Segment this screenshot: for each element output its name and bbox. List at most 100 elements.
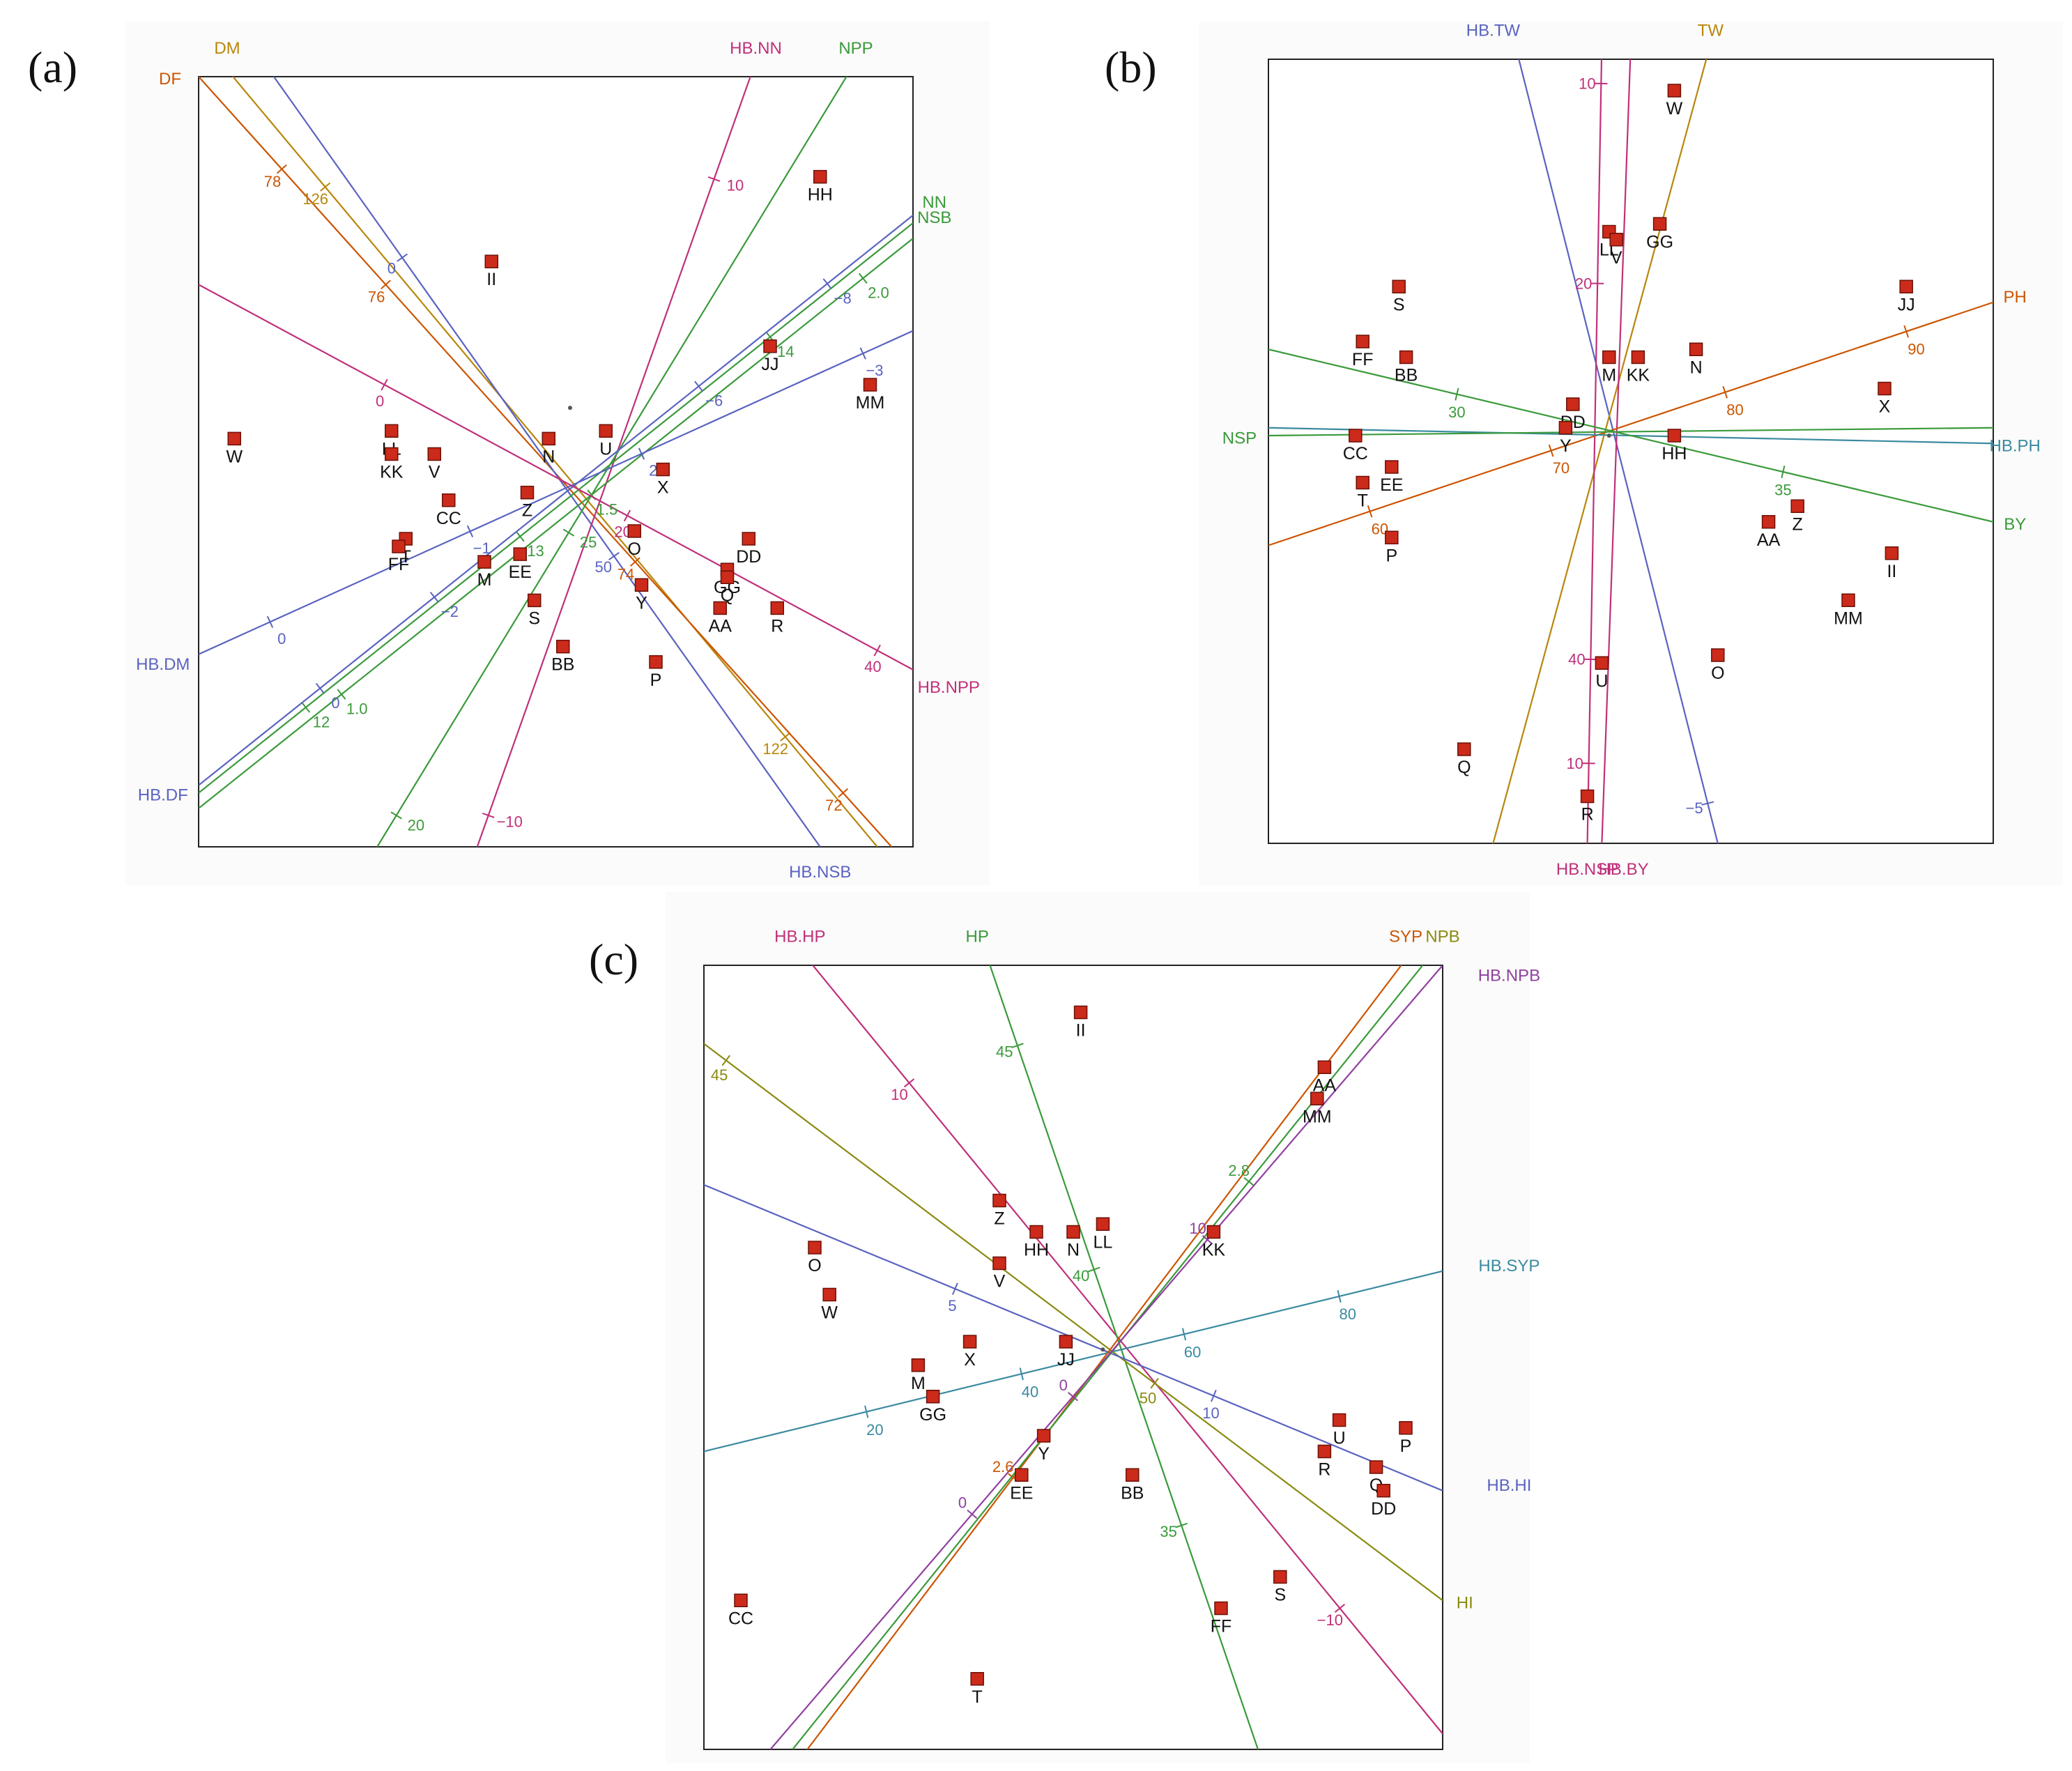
- point-y: [1558, 421, 1573, 435]
- axis-tick: [608, 551, 620, 560]
- point-kk: [385, 447, 399, 461]
- axis-tick-label: 20: [1575, 275, 1592, 292]
- point-v: [427, 447, 441, 461]
- axis-tick: [1334, 1604, 1346, 1613]
- point-label: KK: [380, 462, 404, 482]
- axis-tick: [1337, 1289, 1342, 1303]
- panel-a-letter: (a): [28, 43, 78, 92]
- axis-tick-label: 1.5: [597, 500, 618, 518]
- axis-tick-label: 35: [1160, 1523, 1176, 1540]
- axis-name-npb: NPB: [1425, 927, 1459, 946]
- point-label: U: [1595, 671, 1608, 691]
- point-m: [911, 1358, 926, 1372]
- axis-tick-label: −8: [834, 289, 852, 307]
- axis-name-nsb: NSB: [917, 208, 951, 227]
- origin-point: [1100, 1347, 1105, 1352]
- axis-tick-label: 10: [1566, 755, 1583, 772]
- point-label: Z: [1793, 514, 1803, 534]
- point-jj: [1059, 1335, 1073, 1349]
- point-n: [1066, 1225, 1080, 1239]
- axis-tick-label: 0: [331, 694, 339, 712]
- axis-tick: [623, 509, 631, 522]
- axis-name-hb-nsp: HB.NSP: [1556, 860, 1618, 879]
- axis-name-hb-syp: HB.SYP: [1478, 1257, 1540, 1275]
- axis-tick-label: 14: [777, 343, 794, 360]
- point-ll: [1096, 1217, 1110, 1231]
- axis-tick: [1087, 1266, 1100, 1273]
- axis-tick: [1202, 1235, 1213, 1245]
- axis-tw: [1492, 59, 1708, 843]
- axis-tick-label: 45: [711, 1066, 728, 1084]
- point-label: AA: [1757, 530, 1781, 550]
- axis-name-hb-ph: HB.PH: [1990, 437, 2041, 456]
- point-label: Z: [522, 501, 532, 521]
- point-label: M: [911, 1374, 926, 1393]
- axis-tick-label: 10: [1579, 75, 1595, 92]
- point-q: [1369, 1460, 1383, 1474]
- point-t: [1356, 475, 1369, 490]
- axis-name-syp: SYP: [1389, 927, 1422, 946]
- axis-tick-label: −10: [1317, 1611, 1343, 1629]
- axis-tick-label: 80: [1726, 401, 1743, 418]
- axis-tick-label: −3: [866, 362, 883, 379]
- point-p: [1385, 530, 1399, 544]
- point-n: [1689, 342, 1703, 356]
- point-label: U: [1333, 1429, 1346, 1448]
- biplot-c: 10−104540354550510204060802.62.81000IIAA…: [703, 927, 1540, 1750]
- axis-by: [1268, 348, 1993, 523]
- point-label: CC: [436, 509, 461, 528]
- axis-tick: [1011, 1043, 1024, 1049]
- point-label: Y: [1038, 1444, 1050, 1464]
- point-label: N: [1067, 1241, 1080, 1260]
- axis-df: [199, 77, 893, 847]
- point-q: [720, 570, 735, 584]
- point-n: [542, 431, 555, 446]
- point-label: II: [1887, 562, 1896, 581]
- point-dd: [1376, 1484, 1390, 1498]
- axis-name-hb-hp: HB.HP: [774, 927, 825, 946]
- point-label: Y: [636, 593, 647, 613]
- point-label: MM: [1834, 608, 1863, 628]
- axis-tick: [858, 273, 868, 284]
- axis-tick-label: −2: [441, 603, 459, 620]
- point-mm: [1841, 593, 1855, 607]
- axis-hb-npp: [199, 284, 913, 670]
- point-cc: [1349, 429, 1363, 443]
- axis-name-hp: HP: [966, 927, 989, 946]
- point-label: O: [628, 539, 641, 559]
- axis-name-nn: NN: [922, 193, 946, 212]
- point-label: M: [477, 570, 492, 590]
- axis-nn: [199, 222, 913, 794]
- point-y: [1036, 1429, 1051, 1443]
- point-s: [1392, 279, 1406, 293]
- point-ee: [1385, 460, 1399, 474]
- axis-hb-df: [199, 215, 913, 786]
- point-label: M: [1602, 366, 1616, 385]
- axis-tick-label: 2.0: [868, 284, 889, 302]
- point-label: R: [1581, 805, 1594, 825]
- point-label: MM: [1303, 1107, 1332, 1126]
- axis-tick: [429, 592, 439, 603]
- point-hh: [813, 169, 827, 184]
- point-label: BB: [1121, 1483, 1144, 1503]
- axis-name-ph: PH: [2004, 288, 2027, 307]
- point-jj: [1899, 279, 1913, 293]
- point-label: P: [1386, 546, 1397, 565]
- point-x: [656, 462, 670, 477]
- axis-tick-label: 76: [368, 289, 385, 306]
- axis-tick: [337, 689, 346, 700]
- point-ff: [1214, 1601, 1228, 1616]
- axis-tick: [1548, 444, 1554, 457]
- axis-tick-label: 20: [408, 816, 424, 834]
- point-dd: [742, 532, 755, 546]
- axis-tick: [1019, 1367, 1024, 1381]
- point-r: [1317, 1444, 1332, 1459]
- axis-tick-label: 12: [313, 713, 330, 730]
- point-label: N: [542, 447, 555, 466]
- axis-hb-dm: [199, 330, 913, 655]
- axis-dm: [231, 77, 878, 847]
- axis-hb-by: [1601, 59, 1632, 843]
- point-ii: [484, 254, 498, 268]
- panel-b-letter: (b): [1105, 43, 1157, 92]
- point-ll: [385, 424, 399, 438]
